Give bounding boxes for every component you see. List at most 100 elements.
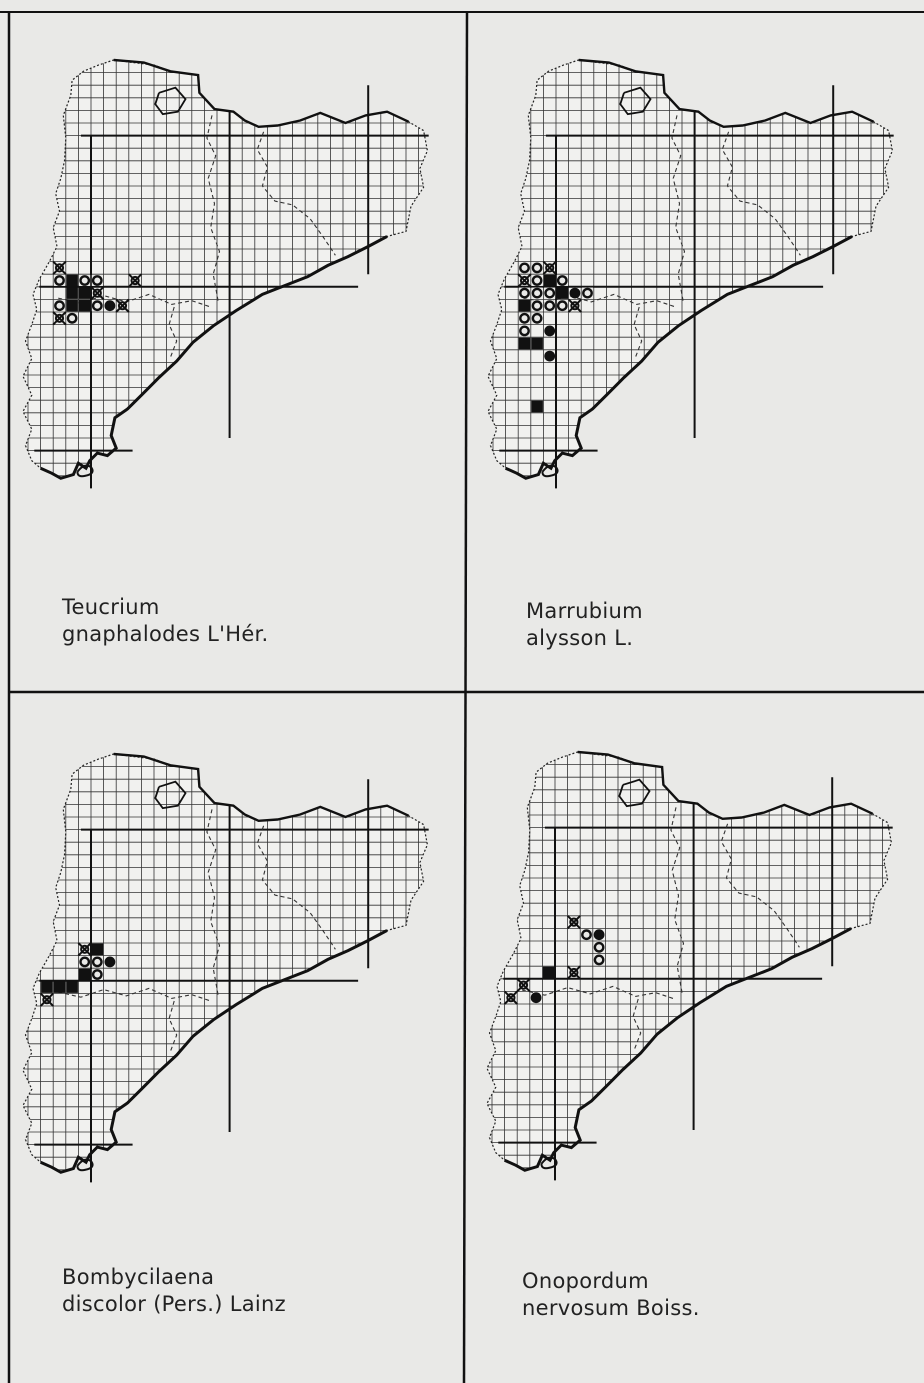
record-circle	[544, 300, 556, 312]
province-boundary	[671, 115, 686, 302]
record-dot	[104, 956, 116, 968]
species-name: discolor (Pers.) Lainz	[62, 1292, 286, 1316]
andorra-border	[619, 86, 652, 116]
record-circle	[66, 312, 78, 324]
genus-name: Onopordum	[522, 1269, 649, 1293]
map-panel-teucrium: Teucrium gnaphalodes L'Hér.	[0, 0, 466, 692]
species-caption: Onopordum nervosum Boiss.	[522, 1268, 700, 1322]
record-cross	[503, 990, 518, 1005]
record-circle	[531, 300, 543, 312]
record-square	[91, 943, 104, 956]
record-square	[53, 981, 66, 993]
record-circle	[531, 262, 543, 274]
record-square	[518, 337, 531, 350]
genus-name: Marrubium	[526, 599, 643, 623]
record-dot	[569, 287, 581, 299]
province-boundary	[632, 998, 642, 1050]
record-square	[78, 299, 91, 312]
record-circle	[91, 969, 103, 980]
record-dot	[544, 325, 556, 337]
map-panel-onopordum: Onopordum nervosum Boiss.	[466, 692, 924, 1383]
coastline	[504, 235, 853, 480]
record-circle	[519, 262, 530, 274]
record-circle	[91, 300, 103, 312]
record-square	[542, 966, 555, 979]
pyrenees-border	[578, 58, 875, 129]
ebro-delta	[541, 464, 559, 478]
species-caption: Bombycilaena discolor (Pers.) Lainz	[62, 1264, 286, 1318]
record-circle	[519, 287, 530, 299]
genus-name: Bombycilaena	[62, 1265, 215, 1289]
record-cross	[128, 273, 143, 288]
record-cross	[542, 260, 557, 275]
record-circle	[531, 275, 543, 286]
utm-major-grid	[499, 85, 894, 489]
andorra-border	[154, 86, 187, 116]
species-caption: Teucrium gnaphalodes L'Hér.	[62, 594, 269, 648]
coastline	[39, 929, 388, 1174]
record-cross	[39, 992, 54, 1007]
record-cross	[516, 978, 531, 993]
record-circle	[54, 275, 65, 286]
province-boundary	[256, 131, 336, 256]
andorra-border	[154, 780, 187, 810]
frame-divider-vertical	[462, 11, 469, 1383]
record-square	[66, 274, 78, 287]
record-dot	[593, 929, 605, 941]
pyrenees-border	[577, 750, 874, 821]
province-boundary	[206, 809, 221, 996]
utm-major-grid	[34, 779, 429, 1183]
species-name: gnaphalodes L'Hér.	[62, 622, 269, 646]
ebro-delta	[76, 1158, 94, 1172]
record-circle	[519, 325, 530, 337]
province-boundary	[168, 306, 178, 358]
land-area	[23, 754, 428, 1173]
record-cross	[77, 942, 92, 957]
map-panel-marrubium: Marrubium alysson L.	[466, 0, 924, 692]
record-square	[66, 981, 78, 993]
province-boundary	[58, 987, 211, 1002]
map-teucrium	[22, 58, 429, 489]
record-cross	[90, 286, 105, 301]
province-boundary	[670, 807, 685, 994]
record-square	[78, 287, 91, 299]
record-square	[543, 274, 556, 287]
record-dot	[544, 350, 556, 362]
occurrence-records	[39, 942, 116, 1007]
record-circle	[91, 275, 103, 286]
record-cross	[517, 273, 532, 288]
utm-major-grid	[498, 777, 893, 1181]
map-onopordum	[486, 750, 893, 1181]
record-cross	[115, 298, 130, 313]
record-dot	[104, 300, 116, 312]
map-panel-bombycilaena: Bombycilaena discolor (Pers.) Lainz	[0, 692, 466, 1383]
species-name: alysson L.	[526, 626, 634, 650]
province-boundary	[206, 115, 221, 302]
ebro-delta	[76, 464, 94, 478]
occurrence-records	[52, 260, 143, 326]
record-circle	[582, 287, 593, 299]
record-cross	[566, 915, 581, 930]
pyrenees-border	[113, 58, 410, 129]
pyrenees-border	[113, 752, 410, 823]
occurrence-records	[517, 260, 593, 413]
land-area	[23, 60, 428, 479]
province-boundary	[721, 131, 801, 256]
record-dot	[530, 992, 542, 1004]
map-bombycilaena	[22, 752, 429, 1183]
province-boundary	[58, 293, 211, 308]
record-square	[556, 287, 569, 299]
province-boundary	[522, 985, 675, 1000]
genus-name: Teucrium	[62, 595, 160, 619]
record-square	[41, 981, 53, 993]
record-square	[78, 968, 91, 981]
record-circle	[79, 956, 91, 968]
map-marrubium	[487, 58, 894, 489]
record-circle	[556, 300, 568, 312]
record-circle	[519, 312, 530, 324]
coastline	[39, 235, 388, 480]
record-square	[66, 299, 78, 312]
record-circle	[79, 275, 91, 286]
